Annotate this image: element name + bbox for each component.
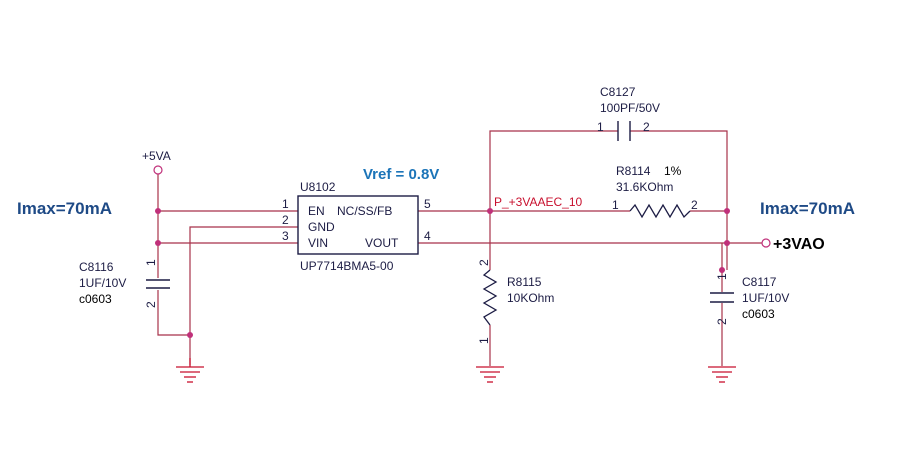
r8115-value: 10KOhm (507, 291, 554, 305)
ground-symbol-mid (476, 366, 504, 383)
c8117-pin-bot: 2 (715, 318, 729, 325)
c8127-value: 100PF/50V (600, 101, 660, 115)
r8114-pin2: 2 (691, 198, 698, 212)
junctions (155, 208, 730, 338)
r8114-pin1: 1 (612, 198, 619, 212)
cap-c8116: 1 2 C8116 1UF/10V c0603 (79, 259, 170, 308)
r8114-value: 31.6KOhm (616, 180, 673, 194)
ic-u8102: U8102 EN GND VIN NC/SS/FB VOUT 1 2 3 5 4… (282, 180, 431, 273)
resistor-r8114: R8114 1% 31.6KOhm 1 2 (612, 164, 698, 219)
ic-body (297, 195, 419, 255)
junction-gnd (187, 332, 193, 338)
r8115-pin-bot: 1 (477, 337, 491, 344)
c8127-pin1: 1 (597, 120, 604, 134)
junction-vin (155, 240, 161, 246)
r8114-tol: 1% (664, 164, 682, 178)
power-3vao-symbol: +3VAO (761, 236, 825, 253)
junction-fb-r (724, 208, 730, 214)
ic-pin-num-en: 1 (282, 197, 289, 211)
ic-pin-vout: VOUT (365, 236, 399, 250)
junction-vout (724, 240, 730, 246)
power-5va-label: +5VA (142, 149, 171, 163)
c8127-ref: C8127 (600, 85, 636, 99)
c8117-pin-top: 1 (715, 273, 729, 280)
ground-symbol-right (708, 366, 736, 383)
c8116-pkg: c0603 (79, 292, 112, 306)
power-5va-circle (153, 165, 163, 175)
wire-c8116-bot (157, 290, 191, 365)
wire-cap-loop-left (489, 130, 618, 270)
c8117-value: 1UF/10V (742, 291, 789, 305)
c8116-pin-bot: 2 (144, 301, 158, 308)
ic-pin-en: EN (308, 204, 325, 218)
resistor-r8115: 2 1 R8115 10KOhm (477, 259, 554, 344)
ic-pin-fb: NC/SS/FB (337, 204, 392, 218)
ground-symbol-left (176, 358, 204, 383)
ic-pin-gnd: GND (308, 220, 335, 234)
r8115-pin-top: 2 (477, 259, 491, 266)
r8115-zigzag (482, 269, 498, 326)
ic-part-number: UP7714BMA5-00 (300, 259, 394, 273)
junction-c8117 (719, 267, 725, 273)
c8116-value: 1UF/10V (79, 276, 126, 290)
ic-pin-vin: VIN (308, 236, 328, 250)
power-3vao-label: +3VAO (773, 236, 825, 253)
ic-pin-num-vin: 3 (282, 229, 289, 243)
power-5va-symbol: +5VA (142, 149, 171, 175)
wire-cap-loop-right (630, 130, 728, 270)
c8116-ref: C8116 (79, 260, 114, 274)
vref-label: Vref = 0.8V (363, 166, 439, 183)
r8114-zigzag (629, 203, 691, 219)
c8116-pin-top: 1 (144, 259, 158, 266)
imax-right-label: Imax=70mA (760, 199, 855, 218)
wire-gnd (189, 226, 298, 335)
net-fb-label: P_+3VAAEC_10 (494, 195, 582, 209)
ic-pin-num-gnd: 2 (282, 213, 289, 227)
junction-en (155, 208, 161, 214)
c8127-pin2: 2 (643, 120, 650, 134)
c8117-pkg: c0603 (742, 307, 775, 321)
r8115-ref: R8115 (507, 275, 542, 289)
imax-left-label: Imax=70mA (17, 199, 112, 218)
cap-c8127: C8127 100PF/50V 1 2 (597, 85, 660, 141)
ic-pin-num-vout: 4 (424, 229, 431, 243)
ic-refdes: U8102 (300, 180, 336, 194)
r8114-ref: R8114 (616, 164, 651, 178)
cap-c8117: 1 2 C8117 1UF/10V c0603 (710, 273, 789, 325)
junction-fb (487, 208, 493, 214)
power-3vao-circle (761, 238, 771, 248)
c8117-ref: C8117 (742, 275, 777, 289)
ic-pin-num-fb: 5 (424, 197, 431, 211)
